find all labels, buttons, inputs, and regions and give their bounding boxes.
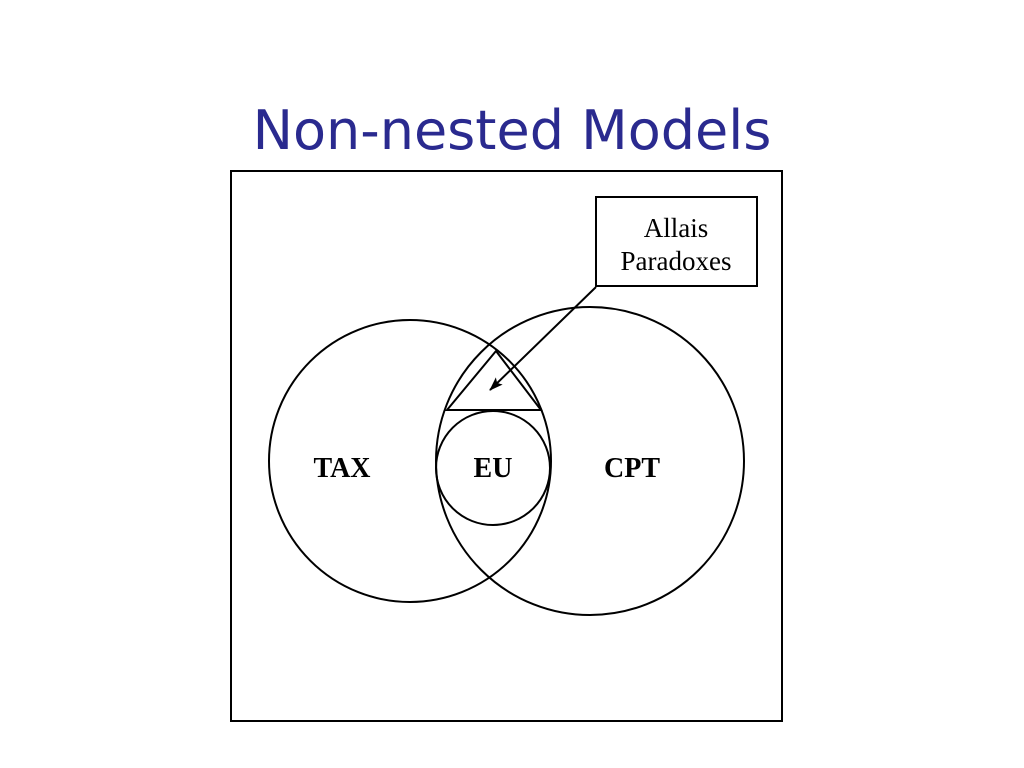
callout-arrow (489, 286, 597, 391)
tax-circle (268, 319, 552, 603)
allais-callout-line1: Allais (644, 213, 709, 243)
allais-callout-line2: Paradoxes (621, 246, 732, 276)
allais-callout-box (595, 196, 758, 287)
slide-title: Non-nested Models (252, 99, 772, 162)
tax-label: TAX (313, 453, 370, 484)
diagram-frame (230, 170, 783, 722)
allais-region-triangle (444, 349, 544, 411)
cpt-label: CPT (604, 453, 660, 484)
eu-label: EU (474, 453, 513, 484)
